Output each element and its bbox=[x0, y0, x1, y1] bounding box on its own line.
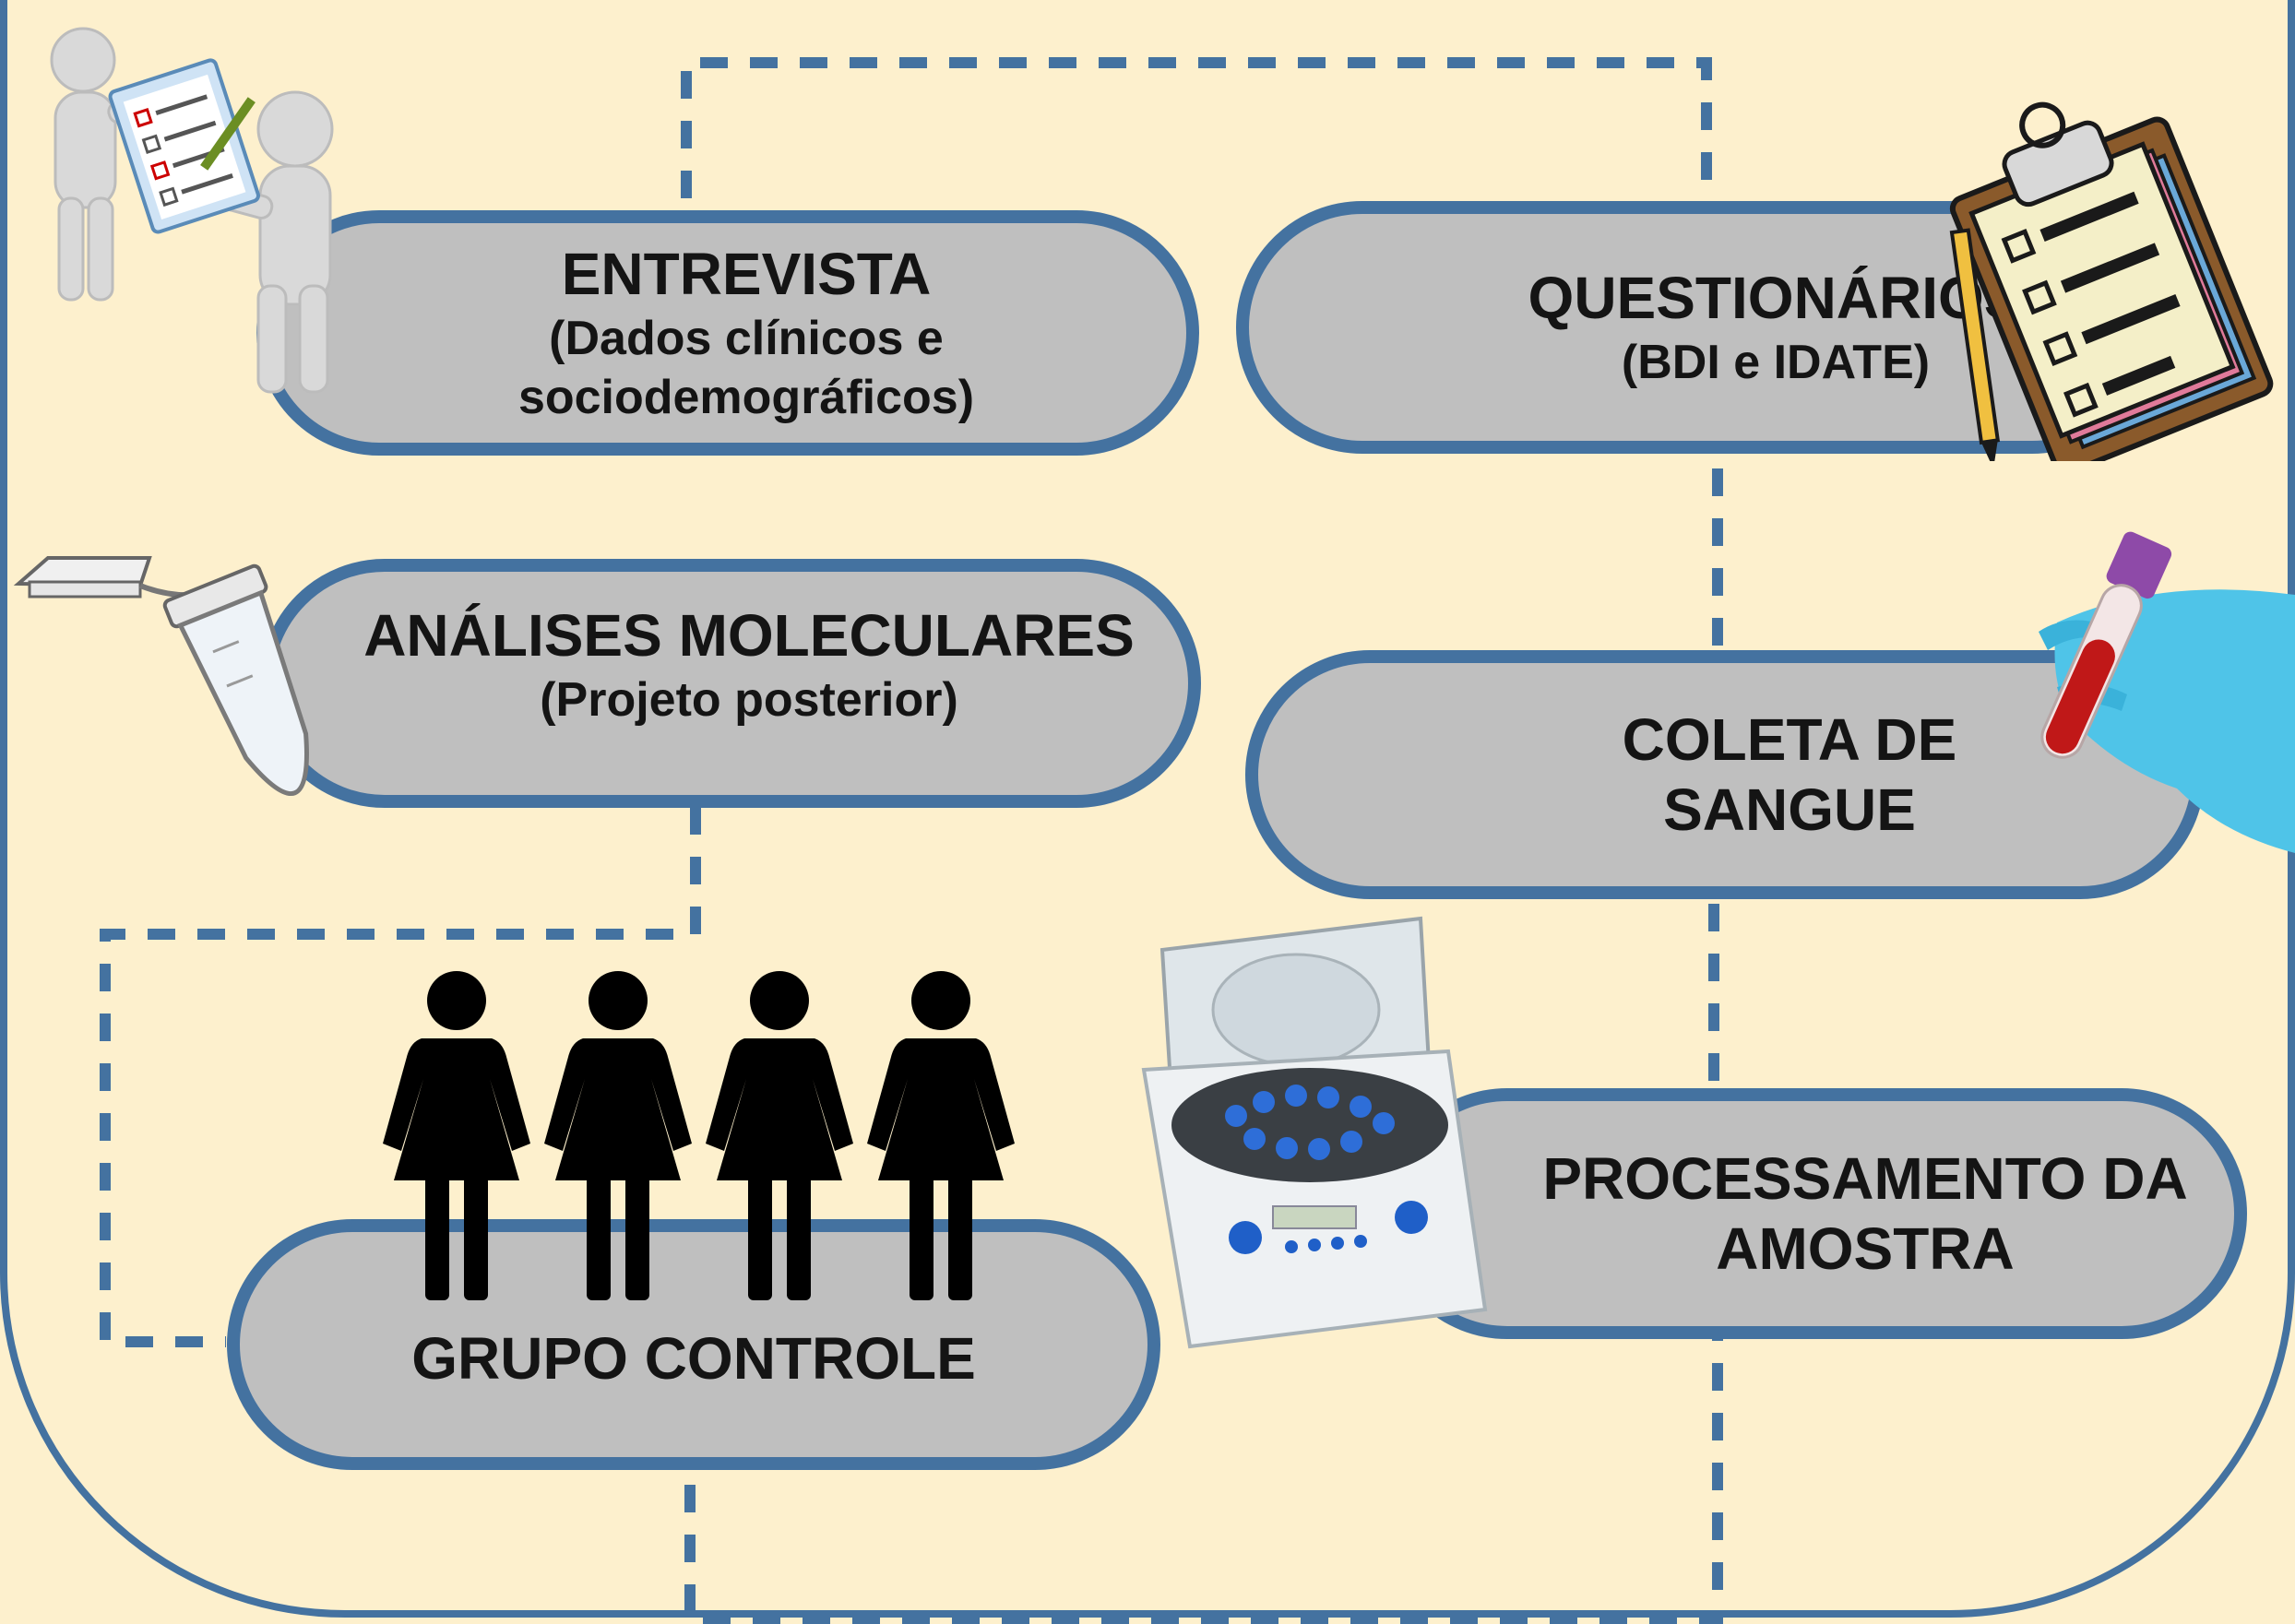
step-grupo: GRUPO CONTROLE bbox=[227, 1219, 1160, 1470]
step-analises: ANÁLISES MOLECULARES (Projeto posterior) bbox=[260, 559, 1201, 808]
microtube-icon bbox=[13, 556, 309, 797]
step-title: PROCESSAMENTO DA bbox=[1542, 1145, 2188, 1212]
clipboard-checklist-icon bbox=[1949, 101, 2274, 461]
step-title: QUESTIONÁRIOS bbox=[1528, 265, 2024, 331]
blood-tube-hand-icon bbox=[2039, 531, 2295, 853]
step-subtitle: (Dados clínicos e bbox=[549, 312, 944, 365]
interview-people-icon bbox=[50, 27, 334, 394]
connector-bottom-loop bbox=[684, 1337, 1723, 1624]
connector-analises-grupo bbox=[100, 807, 701, 1347]
step-coleta: COLETA DE SANGUE bbox=[1245, 650, 2205, 899]
step-title: ANÁLISES MOLECULARES bbox=[363, 602, 1135, 669]
step-title: GRUPO CONTROLE bbox=[411, 1325, 976, 1392]
step-subtitle: sociodemográficos) bbox=[517, 371, 975, 424]
step-title: SANGUE bbox=[1663, 776, 1916, 843]
centrifuge-icon bbox=[1141, 916, 1488, 1349]
step-subtitle: (BDI e IDATE) bbox=[1621, 336, 1931, 389]
step-subtitle: (Projeto posterior) bbox=[540, 673, 958, 727]
connector-top-loop bbox=[681, 57, 1712, 198]
step-entrevista: ENTREVISTA (Dados clínicos e sociodemogr… bbox=[256, 210, 1199, 456]
step-title: AMOSTRA bbox=[1716, 1215, 2015, 1282]
women-group-icon bbox=[383, 971, 1015, 1300]
step-processamento: PROCESSAMENTO DA AMOSTRA bbox=[1382, 1088, 2247, 1339]
step-title: COLETA DE bbox=[1622, 706, 1957, 773]
step-title: ENTREVISTA bbox=[561, 241, 932, 307]
